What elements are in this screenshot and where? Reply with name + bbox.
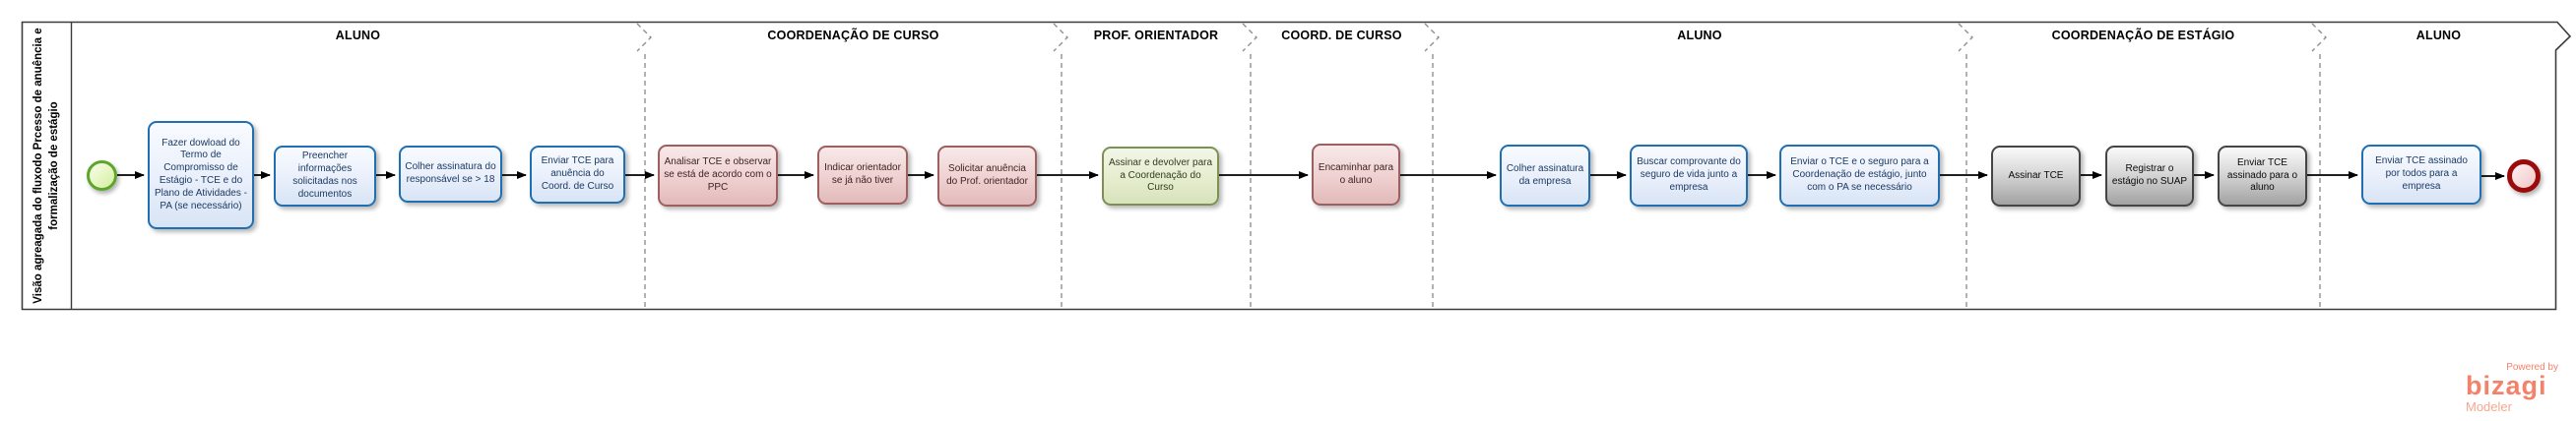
powered-by-text: Powered by bbox=[2506, 362, 2558, 373]
phase-label: ALUNO bbox=[1677, 29, 1722, 42]
task-label: Enviar o TCE e o seguro para a Coordenaç… bbox=[1790, 156, 1929, 193]
pool-label-line2: formalização de estágio bbox=[47, 101, 60, 230]
task-buscar-comprovante-seguro[interactable]: Buscar comprovante do seguro de vida jun… bbox=[1630, 145, 1748, 207]
task-label: Colher assinatura do responsável se > 18 bbox=[405, 161, 496, 185]
task-label: Solicitar anuência do Prof. orientador bbox=[946, 163, 1028, 187]
task-label: Registrar o estágio no SUAP bbox=[2111, 163, 2188, 187]
task-indicar-orientador[interactable]: Indicar orientador se já não tiver bbox=[817, 146, 908, 205]
phase-prof-orientador[interactable]: PROF. ORIENTADOR bbox=[1062, 24, 1251, 47]
phase-label: COORD. DE CURSO bbox=[1281, 29, 1402, 42]
task-label: Colher assinatura da empresa bbox=[1506, 162, 1584, 187]
task-enviar-tce-seguro-coordenacao[interactable]: Enviar o TCE e o seguro para a Coordenaç… bbox=[1779, 145, 1940, 207]
task-encaminhar-para-aluno[interactable]: Encaminhar para o aluno bbox=[1312, 144, 1400, 206]
phase-coordenacao-de-curso[interactable]: COORDENAÇÃO DE CURSO bbox=[645, 24, 1062, 47]
phase-aluno-2[interactable]: ALUNO bbox=[1433, 24, 1966, 47]
phase-aluno-1[interactable]: ALUNO bbox=[71, 24, 645, 47]
task-fazer-download-tce-pa[interactable]: Fazer dowload do Termo de Compromisso de… bbox=[148, 121, 254, 229]
task-enviar-tce-assinado-empresa[interactable]: Enviar TCE assinado por todos para a emp… bbox=[2361, 145, 2481, 205]
start-event[interactable] bbox=[87, 160, 117, 191]
end-event[interactable] bbox=[2507, 159, 2541, 193]
task-enviar-tce-anuencia-coord[interactable]: Enviar TCE para anuência do Coord. de Cu… bbox=[530, 146, 625, 204]
task-label: Fazer dowload do Termo de Compromisso de… bbox=[155, 137, 247, 211]
phase-label: ALUNO bbox=[335, 29, 381, 42]
task-colher-assinatura-responsavel[interactable]: Colher assinatura do responsável se > 18 bbox=[399, 146, 502, 203]
phase-aluno-3[interactable]: ALUNO bbox=[2320, 24, 2557, 47]
task-registrar-estagio-suap[interactable]: Registrar o estágio no SUAP bbox=[2105, 146, 2194, 207]
task-assinar-tce[interactable]: Assinar TCE bbox=[1991, 146, 2081, 207]
pool-label-line1: Visão agreagada do fluxodo Prcesso de an… bbox=[32, 28, 44, 304]
task-label: Assinar TCE bbox=[2008, 169, 2064, 181]
pool-label[interactable]: Visão agreagada do fluxodo Prcesso de an… bbox=[25, 22, 69, 310]
phase-coordenacao-de-estagio[interactable]: COORDENAÇÃO DE ESTÁGIO bbox=[1966, 24, 2320, 47]
task-label: Enviar TCE assinado para o aluno bbox=[2226, 156, 2298, 194]
task-label: Encaminhar para o aluno bbox=[1318, 161, 1394, 186]
bizagi-logo: bizagi bbox=[2466, 371, 2547, 400]
phase-coord-de-curso[interactable]: COORD. DE CURSO bbox=[1251, 24, 1433, 47]
task-label: Enviar TCE para anuência do Coord. de Cu… bbox=[541, 155, 614, 192]
task-label: Preencher informações solicitadas nos do… bbox=[292, 150, 357, 200]
phase-label: COORDENAÇÃO DE ESTÁGIO bbox=[2051, 29, 2235, 42]
task-label: Enviar TCE assinado por todos para a emp… bbox=[2375, 155, 2468, 192]
phase-label: PROF. ORIENTADOR bbox=[1093, 29, 1219, 42]
task-preencher-informacoes[interactable]: Preencher informações solicitadas nos do… bbox=[274, 146, 376, 207]
task-solicitar-anuencia-prof[interactable]: Solicitar anuência do Prof. orientador bbox=[937, 146, 1037, 207]
task-colher-assinatura-empresa[interactable]: Colher assinatura da empresa bbox=[1500, 145, 1590, 207]
task-enviar-tce-assinado-aluno[interactable]: Enviar TCE assinado para o aluno bbox=[2218, 146, 2307, 207]
task-label: Assinar e devolver para a Coordenação do… bbox=[1108, 156, 1213, 194]
task-label: Indicar orientador se já não tiver bbox=[824, 162, 901, 186]
task-label: Analisar TCE e observar se está de acord… bbox=[664, 156, 772, 193]
phase-label: COORDENAÇÃO DE CURSO bbox=[767, 29, 939, 42]
task-label: Buscar comprovante do seguro de vida jun… bbox=[1637, 156, 1741, 193]
bizagi-branding: Powered by bizagi Modeler bbox=[2466, 362, 2560, 414]
task-assinar-devolver-coordenacao[interactable]: Assinar e devolver para a Coordenação do… bbox=[1102, 147, 1219, 206]
phase-label: ALUNO bbox=[2415, 29, 2462, 42]
bizagi-modeler-text: Modeler bbox=[2466, 399, 2512, 414]
task-analisar-tce-ppc[interactable]: Analisar TCE e observar se está de acord… bbox=[658, 145, 778, 207]
